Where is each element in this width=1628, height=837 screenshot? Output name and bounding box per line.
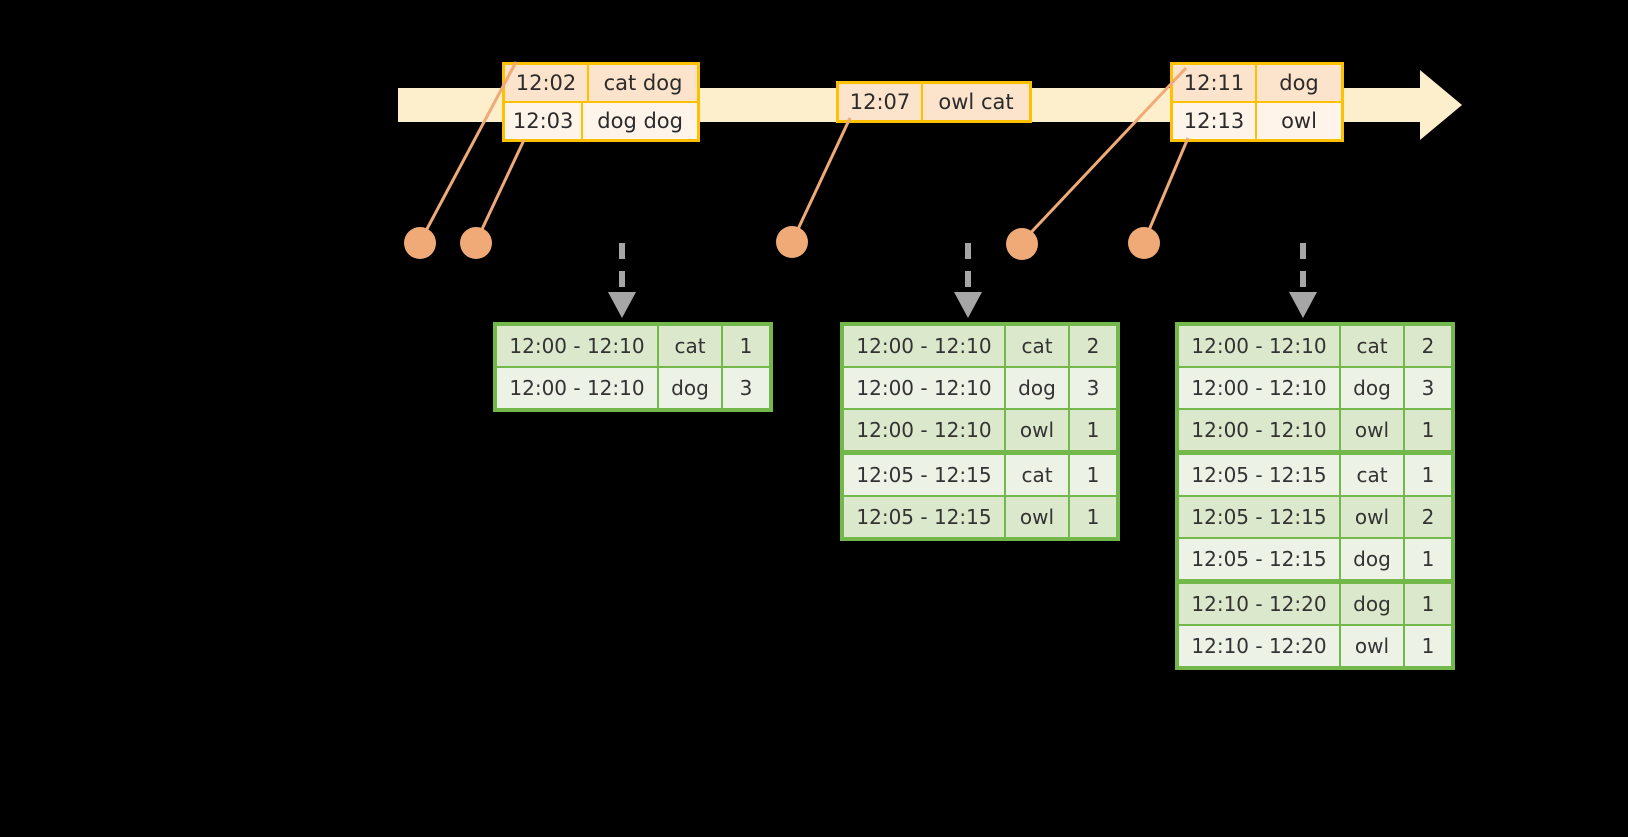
event-row: 12:03 dog dog	[505, 101, 697, 139]
cell-word: dog	[1341, 584, 1403, 624]
event-box-group-2[interactable]: 12:07 owl cat	[836, 81, 1032, 123]
cell-count: 1	[1405, 455, 1451, 495]
cell-word: owl	[1006, 410, 1068, 450]
cell-window: 12:05 - 12:15	[844, 497, 1004, 537]
cell-count: 2	[1070, 326, 1116, 366]
cell-count: 2	[1405, 497, 1451, 537]
table-row: 12:00 - 12:10 cat 2	[1179, 326, 1451, 366]
cell-window: 12:00 - 12:10	[844, 368, 1004, 408]
cell-word: cat	[1006, 455, 1068, 495]
down-arrow-head-3	[1289, 292, 1317, 318]
connector-dot-4	[1006, 228, 1038, 260]
event-time: 12:02	[505, 65, 589, 101]
cell-window: 12:10 - 12:20	[1179, 626, 1339, 666]
cell-count: 1	[1405, 410, 1451, 450]
cell-count: 1	[1070, 455, 1116, 495]
table-row: 12:00 - 12:10 dog 3	[844, 368, 1116, 408]
cell-count: 1	[1070, 497, 1116, 537]
cell-window: 12:00 - 12:10	[1179, 326, 1339, 366]
event-row: 12:11 dog	[1173, 65, 1341, 101]
result-table-3[interactable]: 12:00 - 12:10 cat 2 12:00 - 12:10 dog 3 …	[1175, 322, 1455, 670]
cell-word: cat	[1341, 326, 1403, 366]
cell-window: 12:05 - 12:15	[844, 455, 1004, 495]
table-row: 12:05 - 12:15 cat 1	[1179, 455, 1451, 495]
cell-window: 12:00 - 12:10	[497, 326, 657, 366]
table-row: 12:00 - 12:10 cat 1	[497, 326, 769, 366]
event-words: cat dog	[603, 71, 683, 95]
table-row: 12:00 - 12:10 dog 3	[497, 368, 769, 408]
cell-window: 12:05 - 12:15	[1179, 497, 1339, 537]
cell-word: dog	[1341, 539, 1403, 579]
event-time: 12:03	[505, 103, 584, 139]
table-row: 12:00 - 12:10 owl 1	[844, 410, 1116, 450]
cell-word: owl	[1341, 626, 1403, 666]
table-row: 12:05 - 12:15 cat 1	[844, 455, 1116, 495]
cell-window: 12:00 - 12:10	[1179, 410, 1339, 450]
connector-dot-1	[404, 227, 436, 259]
event-time: 12:13	[1173, 103, 1257, 139]
event-words: owl	[1281, 109, 1317, 133]
down-arrow-head-1	[608, 292, 636, 318]
table-row: 12:05 - 12:15 dog 1	[1179, 539, 1451, 579]
connector-dot-2	[460, 227, 492, 259]
connector-line-5	[1142, 137, 1190, 243]
cell-word: cat	[659, 326, 721, 366]
event-words: dog dog	[597, 109, 683, 133]
table-row: 12:10 - 12:20 owl 1	[1179, 626, 1451, 666]
cell-word: cat	[1006, 326, 1068, 366]
cell-count: 3	[1405, 368, 1451, 408]
cell-count: 1	[1405, 626, 1451, 666]
event-time: 12:11	[1173, 65, 1257, 101]
event-words: dog	[1279, 71, 1319, 95]
cell-word: dog	[659, 368, 721, 408]
cell-count: 3	[1070, 368, 1116, 408]
timeline-arrowhead-icon	[1420, 70, 1462, 140]
event-row: 12:07 owl cat	[839, 84, 1029, 120]
result-table-1[interactable]: 12:00 - 12:10 cat 1 12:00 - 12:10 dog 3	[493, 322, 773, 412]
event-box-group-1[interactable]: 12:02 cat dog 12:03 dog dog	[502, 62, 700, 142]
cell-window: 12:00 - 12:10	[844, 410, 1004, 450]
cell-word: dog	[1006, 368, 1068, 408]
event-box-group-3[interactable]: 12:11 dog 12:13 owl	[1170, 62, 1344, 142]
table-row: 12:00 - 12:10 dog 3	[1179, 368, 1451, 408]
connector-line-3	[790, 117, 852, 243]
cell-count: 1	[723, 326, 769, 366]
cell-count: 1	[1405, 539, 1451, 579]
table-row: 12:00 - 12:10 owl 1	[1179, 410, 1451, 450]
cell-word: owl	[1341, 410, 1403, 450]
cell-window: 12:00 - 12:10	[844, 326, 1004, 366]
table-row: 12:00 - 12:10 cat 2	[844, 326, 1116, 366]
event-time: 12:07	[839, 84, 923, 120]
cell-word: dog	[1341, 368, 1403, 408]
cell-count: 3	[723, 368, 769, 408]
cell-count: 2	[1405, 326, 1451, 366]
event-row: 12:02 cat dog	[505, 65, 697, 101]
result-table-2[interactable]: 12:00 - 12:10 cat 2 12:00 - 12:10 dog 3 …	[840, 322, 1120, 541]
table-row: 12:10 - 12:20 dog 1	[1179, 584, 1451, 624]
table-row: 12:05 - 12:15 owl 1	[844, 497, 1116, 537]
event-words: owl cat	[938, 90, 1014, 114]
connector-line-2	[474, 139, 526, 243]
connector-dot-5	[1128, 227, 1160, 259]
cell-word: owl	[1006, 497, 1068, 537]
table-row: 12:05 - 12:15 owl 2	[1179, 497, 1451, 537]
cell-window: 12:10 - 12:20	[1179, 584, 1339, 624]
cell-count: 1	[1070, 410, 1116, 450]
cell-window: 12:05 - 12:15	[1179, 455, 1339, 495]
cell-count: 1	[1405, 584, 1451, 624]
cell-word: cat	[1341, 455, 1403, 495]
cell-window: 12:00 - 12:10	[1179, 368, 1339, 408]
connector-dot-3	[776, 226, 808, 258]
down-arrow-head-2	[954, 292, 982, 318]
cell-word: owl	[1341, 497, 1403, 537]
cell-window: 12:05 - 12:15	[1179, 539, 1339, 579]
event-row: 12:13 owl	[1173, 101, 1341, 139]
cell-window: 12:00 - 12:10	[497, 368, 657, 408]
